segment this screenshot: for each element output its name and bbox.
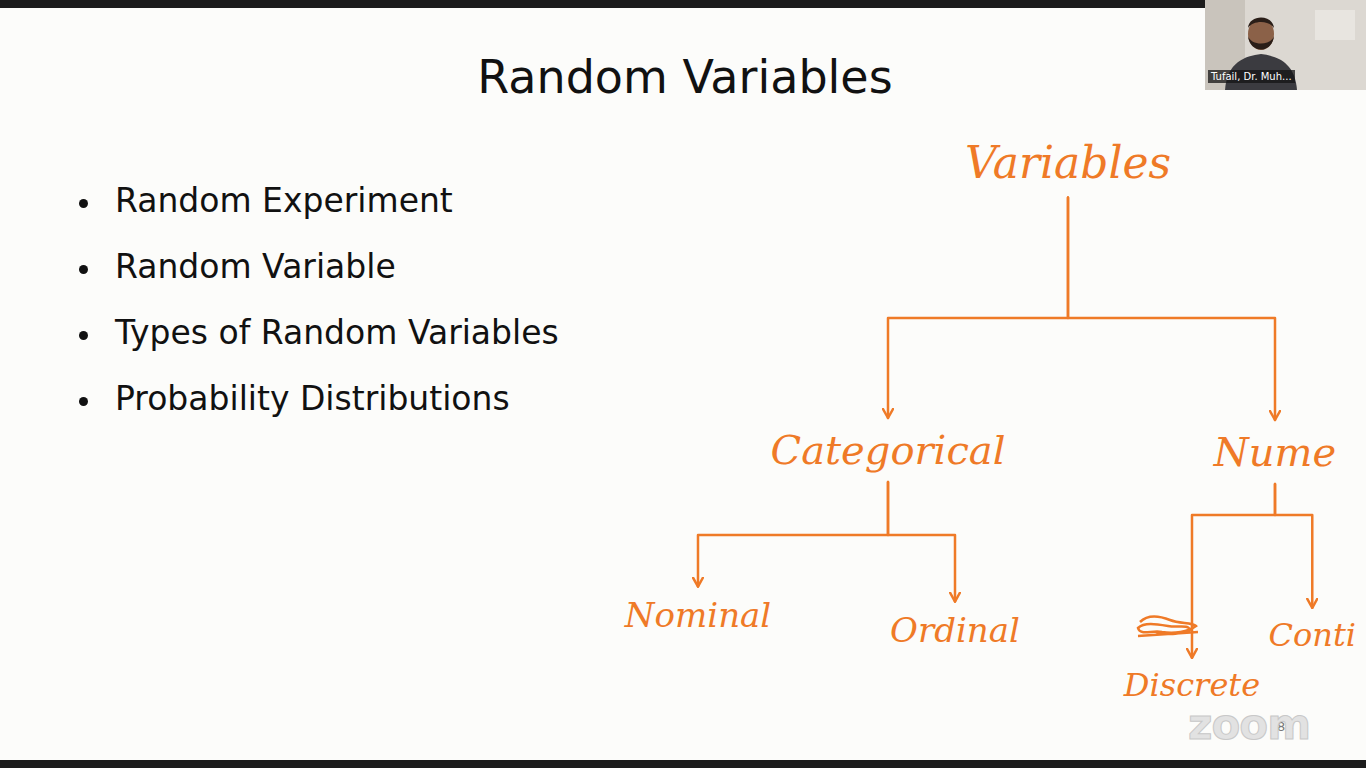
bullet-dot	[79, 265, 88, 274]
tree-arrow	[1275, 484, 1312, 608]
slide-title: Random Variables	[285, 50, 1085, 105]
watermark: zoom	[1188, 700, 1310, 749]
bullet-item: Types of Random Variables	[115, 313, 559, 353]
node-text: Categorical	[771, 426, 1006, 474]
tree-arrow	[1068, 197, 1275, 420]
node-text: Conti	[1269, 616, 1356, 654]
bullet-item: Probability Distributions	[115, 379, 510, 419]
node-text: Nominal	[625, 595, 771, 636]
tree-arrow	[698, 482, 888, 587]
bullet-dot	[79, 397, 88, 406]
tree-arrow	[888, 482, 955, 602]
handwritten-node: Ordinal	[884, 608, 1026, 653]
scribble-mark	[1138, 617, 1198, 637]
handwritten-node: Variables	[959, 135, 1177, 192]
handwritten-node: Conti	[1263, 614, 1362, 656]
participant-name: Tufail, Dr. Muh...	[1208, 70, 1295, 83]
handwritten-node: Discrete	[1118, 664, 1266, 706]
window-bar	[0, 0, 1366, 8]
bullet-item: Random Experiment	[115, 181, 453, 221]
tree-arrow	[888, 197, 1068, 418]
handwritten-node: Nominal	[619, 593, 777, 638]
node-text: Variables	[965, 137, 1171, 190]
node-text: Discrete	[1124, 666, 1260, 704]
tree-arrow	[1192, 484, 1275, 658]
handwritten-node: Categorical	[765, 424, 1012, 476]
handwritten-node: Nume	[1208, 426, 1342, 478]
bullet-item: Random Variable	[115, 247, 396, 287]
bullet-dot	[79, 331, 88, 340]
node-text: Ordinal	[890, 610, 1020, 651]
node-text: Nume	[1214, 428, 1336, 476]
window-bar	[0, 760, 1366, 768]
bullet-dot	[79, 199, 88, 208]
